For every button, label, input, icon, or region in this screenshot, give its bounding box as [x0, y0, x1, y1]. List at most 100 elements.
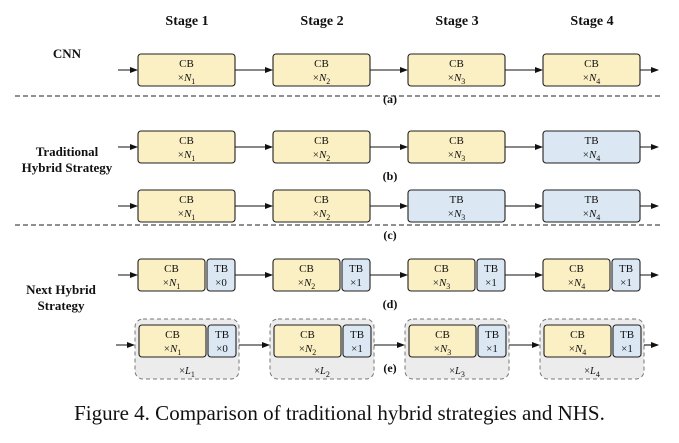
- row-a-stage-1-block: [137, 53, 236, 87]
- row-e-stage-1-tb-block-count: ×0: [216, 343, 228, 355]
- row-c-stage-1-block-count: ×N1: [178, 208, 196, 222]
- row-e-stage-4-tb-block-type: TB: [620, 329, 634, 341]
- row-b-stage-3-block-type: CB: [449, 135, 464, 147]
- row-a-stage-1-block-count: ×N1: [178, 72, 196, 86]
- row-b-stage-4-block-count: ×N4: [583, 149, 601, 163]
- row-e-stage-4-tb-block-count: ×1: [621, 343, 633, 355]
- row-e-stage-3-tb-block-type: TB: [485, 329, 499, 341]
- row-e-stage-1-cb-block-count: ×N1: [164, 343, 182, 357]
- row-c-stage-1-block: [137, 189, 236, 223]
- row-d-stage-4-cb-block-count: ×N4: [568, 277, 586, 291]
- row-e-stage-3-tb-block: [477, 324, 507, 358]
- row-e-stage-3-tb-block-count: ×1: [486, 343, 498, 355]
- row-e-stage-2-tb-block-type: TB: [350, 329, 364, 341]
- row-d-stage-1-tb-block: [206, 258, 236, 292]
- row-e-stage-2-tb-block-count: ×1: [351, 343, 363, 355]
- row-e-stage-2-cb-block-count: ×N2: [299, 343, 317, 357]
- row-a-stage-2-block-type: CB: [314, 58, 329, 70]
- row-b-stage-2-block-count: ×N2: [313, 149, 331, 163]
- row-e-stage-4-tb-block: [612, 324, 642, 358]
- row-d-stage-3-cb-block: [407, 258, 476, 292]
- row-e-stage-2-cb-block: [273, 324, 342, 358]
- stage-header-3: Stage 3: [435, 14, 478, 29]
- row-d-stage-1-tb-block-type: TB: [214, 263, 228, 275]
- row-b-label: (b): [383, 169, 398, 183]
- row-e-stage-2-loop-count: ×L2: [314, 366, 330, 379]
- row-d-label: (d): [383, 297, 398, 311]
- row-d-stage-4-cb-block: [542, 258, 611, 292]
- row-a-stage-3-block-type: CB: [449, 58, 464, 70]
- row-d-stage-3-cb-block-type: CB: [434, 263, 449, 275]
- row-d-stage-1-cb-block-type: CB: [164, 263, 179, 275]
- hybrid-strategy-diagram: Stage 1 Stage 2 Stage 3 Stage 4 CNN Trad…: [15, 14, 661, 380]
- row-e-stage-3-cb-block: [408, 324, 477, 358]
- row-d-stage-1-cb-block: [137, 258, 206, 292]
- row-c-stage-2-block: [272, 189, 371, 223]
- row-d-stage-3-tb-block-count: ×1: [485, 277, 497, 289]
- row-d-stage-4-cb-block-type: CB: [569, 263, 584, 275]
- row-d-stage-2-cb-block: [272, 258, 341, 292]
- section-label-traditional-line2: Hybrid Strategy: [22, 160, 113, 175]
- row-d-stage-2-tb-block: [341, 258, 371, 292]
- row-c-stage-2-block-type: CB: [314, 194, 329, 206]
- row-d-stage-4-tb-block-type: TB: [619, 263, 633, 275]
- row-e-stage-1-cb-block-type: CB: [165, 329, 180, 341]
- stage-header-2: Stage 2: [300, 14, 343, 29]
- row-e-stage-2-tb-block: [342, 324, 372, 358]
- row-a-stage-4-block-count: ×N4: [583, 72, 601, 86]
- row-a-stage-2-block-count: ×N2: [313, 72, 331, 86]
- row-b-stage-2-block-type: CB: [314, 135, 329, 147]
- figure-caption: Figure 4. Comparison of traditional hybr…: [74, 401, 605, 425]
- row-c-stage-2-block-count: ×N2: [313, 208, 331, 222]
- stage-header-4: Stage 4: [570, 14, 613, 29]
- row-a-stage-3-block-count: ×N3: [448, 72, 466, 86]
- row-c-label: (c): [383, 228, 396, 242]
- row-e-label: (e): [383, 361, 396, 375]
- row-e-stage-4-cb-block-count: ×N4: [569, 343, 587, 357]
- row-d-stage-1-tb-block-count: ×0: [215, 277, 227, 289]
- section-label-next-line1: Next Hybrid: [26, 282, 96, 297]
- row-c-stage-4-block-count: ×N4: [583, 208, 601, 222]
- diagram-rows: CB×N1CB×N2CB×N3CB×N4(a)CB×N1CB×N2CB×N3TB…: [116, 53, 659, 380]
- row-e-stage-4-cb-block-type: CB: [570, 329, 585, 341]
- row-b-stage-4-block: [542, 130, 641, 164]
- row-c-stage-1-block-type: CB: [179, 194, 194, 206]
- row-b-stage-3-block: [407, 130, 506, 164]
- row-d-stage-4-tb-block-count: ×1: [620, 277, 632, 289]
- row-d-stage-3-cb-block-count: ×N3: [433, 277, 451, 291]
- row-a-stage-4-block: [542, 53, 641, 87]
- section-label-traditional-line1: Traditional: [36, 144, 99, 159]
- row-e-stage-1-tb-block: [207, 324, 237, 358]
- row-b-stage-1-block-count: ×N1: [178, 149, 196, 163]
- row-a-stage-1-block-type: CB: [179, 58, 194, 70]
- row-e-stage-3-cb-block-count: ×N3: [434, 343, 452, 357]
- row-d-stage-2-tb-block-count: ×1: [350, 277, 362, 289]
- row-b-stage-3-block-count: ×N3: [448, 149, 466, 163]
- row-a-stage-2-block: [272, 53, 371, 87]
- row-c-stage-4-block: [542, 189, 641, 223]
- row-e-stage-3-loop-count: ×L3: [449, 366, 465, 379]
- row-e-stage-4-cb-block: [543, 324, 612, 358]
- section-label-next-line2: Strategy: [38, 298, 85, 313]
- row-b-stage-1-block: [137, 130, 236, 164]
- row-b-stage-1-block-type: CB: [179, 135, 194, 147]
- row-a-label: (a): [383, 92, 397, 106]
- row-a-stage-3-block: [407, 53, 506, 87]
- stage-header-1: Stage 1: [165, 14, 208, 29]
- section-label-cnn: CNN: [53, 46, 82, 61]
- row-c-stage-3-block-count: ×N3: [448, 208, 466, 222]
- row-b-stage-4-block-type: TB: [584, 135, 598, 147]
- row-c-stage-3-block-type: TB: [449, 194, 463, 206]
- row-d-stage-2-cb-block-count: ×N2: [298, 277, 316, 291]
- row-d-stage-4-tb-block: [611, 258, 641, 292]
- row-d-stage-1-cb-block-count: ×N1: [163, 277, 181, 291]
- row-d-stage-2-cb-block-type: CB: [299, 263, 314, 275]
- row-d-stage-2-tb-block-type: TB: [349, 263, 363, 275]
- row-a-stage-4-block-type: CB: [584, 58, 599, 70]
- row-d-stage-3-tb-block: [476, 258, 506, 292]
- row-e-stage-3-cb-block-type: CB: [435, 329, 450, 341]
- row-b-stage-2-block: [272, 130, 371, 164]
- row-e-stage-1-loop-count: ×L1: [179, 366, 195, 379]
- row-d-stage-3-tb-block-type: TB: [484, 263, 498, 275]
- row-e-stage-4-loop-count: ×L4: [584, 366, 600, 379]
